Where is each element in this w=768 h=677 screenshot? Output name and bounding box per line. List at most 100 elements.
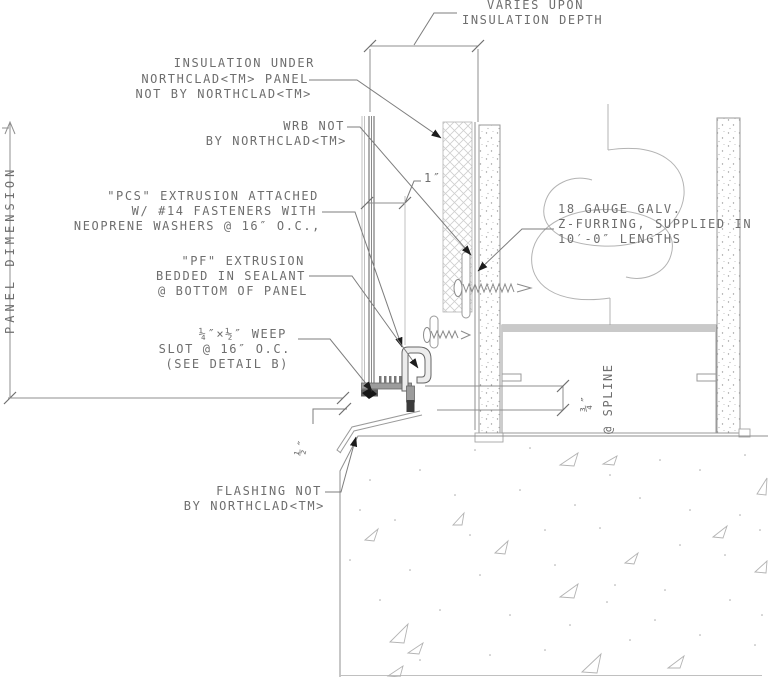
spline-text-label: @ SPLINE	[601, 363, 615, 434]
aggregate-dot	[419, 469, 421, 471]
spline-gap-label: ¾″	[579, 394, 593, 412]
leader-weep	[298, 338, 373, 392]
one-inch-label: 1″	[424, 171, 442, 185]
dim-spline: ¾″ @ SPLINE	[425, 363, 615, 434]
pcs-extrusion	[361, 346, 432, 392]
zfurring-line-3: 10′-0″ LENGTHS	[558, 232, 682, 246]
flashing-line-1: FLASHING NOT	[216, 484, 322, 498]
aggregate-dot	[724, 554, 726, 556]
aggregate-dot	[454, 494, 456, 496]
up-arrow-icon	[4, 120, 16, 135]
aggregate-triangle	[363, 527, 379, 542]
aggregate-dot	[569, 624, 571, 626]
leader-pcs	[322, 211, 403, 348]
aggregate-triangle	[388, 622, 409, 644]
z-furring-break	[531, 104, 685, 326]
annotation-z-furring: 18 GAUGE GALV. Z-FURRING, SUPPLIED IN 10…	[558, 202, 752, 246]
flashing-line-2: BY NORTHCLAD<TM>	[184, 499, 325, 513]
pcs-line-1: "PCS" EXTRUSION ATTACHED	[107, 189, 319, 203]
pf-line-2: BEDDED IN SEALANT	[156, 269, 306, 283]
fastener-screw-upper	[453, 279, 533, 297]
aggregate-dot	[394, 519, 396, 521]
sheathing-wall-left	[474, 124, 504, 443]
concrete	[339, 435, 768, 677]
aggregate-dot	[729, 599, 731, 601]
wrb-line-1: WRB NOT	[283, 119, 345, 133]
aggregate-triangle	[756, 477, 768, 496]
annotation-pcs: "PCS" EXTRUSION ATTACHED W/ #14 FASTENER…	[74, 189, 321, 233]
aggregate-triangle	[711, 524, 728, 539]
flashing	[336, 410, 423, 454]
wall-right-face	[716, 117, 751, 438]
aggregate-dot	[679, 544, 681, 546]
aggregate-dot	[349, 559, 351, 561]
aggregate-triangle	[580, 652, 602, 674]
aggregate-dot	[554, 564, 556, 566]
pcs-line-3: NEOPRENE WASHERS @ 16″ O.C.,	[74, 219, 321, 233]
leader-z-furring	[477, 228, 554, 272]
leader-flashing	[325, 436, 358, 493]
aggregate-dot	[419, 659, 421, 661]
aggregate-triangle	[601, 455, 618, 466]
aggregate-dot	[739, 514, 741, 516]
aggregate-dot	[369, 479, 371, 481]
leader-wrb	[347, 126, 472, 256]
aggregate-dot	[744, 454, 746, 456]
dim-panel-dimension: PANEL DIMENSION	[2, 120, 350, 405]
leader-pf	[309, 275, 419, 369]
aggregate-triangle	[666, 654, 685, 669]
annotation-flashing: FLASHING NOT BY NORTHCLAD<TM>	[184, 484, 325, 513]
aggregate-dot	[469, 534, 471, 536]
dim-varies-upon: VARIES UPON INSULATION DEPTH	[363, 0, 603, 122]
annotation-insulation: INSULATION UNDER NORTHCLAD<TM> PANEL NOT…	[136, 56, 315, 101]
aggregate-dot	[664, 589, 666, 591]
aggregate-dot	[529, 447, 531, 449]
aggregate-dot	[599, 527, 601, 529]
aggregate-dot	[629, 639, 631, 641]
aggregate-dot	[606, 601, 608, 603]
aggregate-dot	[544, 649, 546, 651]
half-inch-label: ½″	[292, 437, 310, 458]
weep-line-2: SLOT @ 16″ O.C.	[159, 342, 291, 356]
aggregate-dot	[474, 449, 476, 451]
aggregate-dot	[609, 474, 611, 476]
annotation-weep: ¼″×½″ WEEP SLOT @ 16″ O.C. (SEE DETAIL B…	[159, 327, 291, 371]
insulation-line-1: INSULATION UNDER	[174, 56, 315, 70]
aggregate-dot	[639, 497, 641, 499]
aggregate-dot	[614, 584, 616, 586]
aggregate-triangle	[406, 641, 424, 655]
aggregate-triangle	[451, 511, 465, 526]
aggregate-dot	[409, 569, 411, 571]
dim-one-inch: 1″	[360, 171, 442, 345]
metal-panel-face	[361, 116, 375, 392]
aggregate-dot	[754, 644, 756, 646]
aggregate-dot	[519, 489, 521, 491]
aggregate-dot	[659, 459, 661, 461]
leaders	[298, 79, 554, 493]
varies-line-1: VARIES UPON	[487, 0, 584, 12]
weep-line-3: (SEE DETAIL B)	[165, 357, 289, 371]
aggregate-dot	[574, 504, 576, 506]
annotation-wrb: WRB NOT BY NORTHCLAD<TM>	[206, 119, 347, 148]
insulation-line-2: NORTHCLAD<TM> PANEL	[141, 72, 309, 86]
aggregate-dot	[489, 654, 491, 656]
panel-dimension-label: PANEL DIMENSION	[3, 166, 17, 334]
aggregate-dot	[359, 509, 361, 511]
aggregate-dot	[699, 634, 701, 636]
fastener-screw-lower	[423, 327, 472, 343]
insulation-line-3: NOT BY NORTHCLAD<TM>	[136, 87, 313, 101]
aggregate-dot	[699, 469, 701, 471]
aggregate-dot	[689, 509, 691, 511]
spline-band	[501, 324, 717, 434]
wrb-line-2: BY NORTHCLAD<TM>	[206, 134, 347, 148]
zfurring-line-1: 18 GAUGE GALV.	[558, 202, 682, 216]
pf-line-1: "PF" EXTRUSION	[181, 254, 305, 268]
weep-line-1: ¼″×½″ WEEP	[199, 327, 287, 341]
aggregate-dot	[509, 614, 511, 616]
varies-line-2: INSULATION DEPTH	[462, 13, 603, 27]
aggregate-dot	[439, 609, 441, 611]
aggregate-triangle	[623, 551, 639, 565]
zfurring-line-2: Z-FURRING, SUPPLIED IN	[558, 217, 752, 231]
